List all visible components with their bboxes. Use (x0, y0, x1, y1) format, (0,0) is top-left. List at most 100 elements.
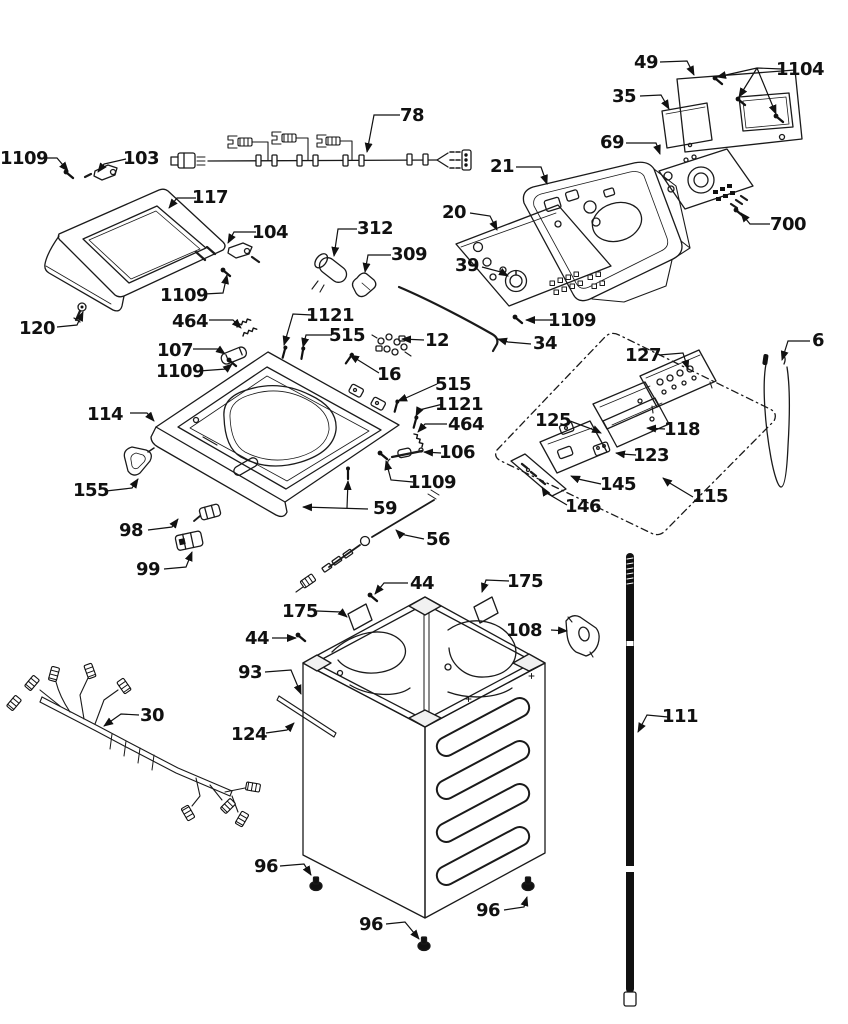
part-label-106: 106 (439, 442, 475, 463)
pin-1121-lower (410, 414, 420, 430)
dispenser-panel-146 (510, 453, 567, 497)
leader-line-104 (227, 231, 256, 244)
console-panel-20 (455, 204, 612, 307)
leader-line-114 (130, 411, 155, 422)
dispenser-tray-127 (639, 349, 717, 414)
harness-end-connector-left (170, 152, 206, 169)
leader-line-12 (401, 335, 425, 344)
leader-line-6 (780, 340, 810, 361)
dispenser-group-115 (495, 332, 776, 536)
part-label-104: 104 (252, 222, 288, 243)
part-label-99: 99 (136, 559, 160, 580)
top-panel-114 (150, 351, 400, 518)
part-label-175: 175 (507, 571, 543, 592)
leader-line-175 (316, 608, 348, 618)
part-label-103: 103 (123, 148, 159, 169)
part-label-309: 309 (391, 244, 427, 265)
leader-line-309 (362, 254, 391, 273)
leader-line-117 (168, 197, 196, 209)
dispenser-clip-125 (558, 421, 575, 435)
part-label-1109: 1109 (548, 310, 596, 331)
pin-16 (343, 350, 356, 366)
lid-117 (44, 188, 226, 312)
part-label-175: 175 (282, 601, 318, 622)
part-label-1109: 1109 (160, 285, 208, 306)
part-label-35: 35 (612, 86, 636, 107)
sensor-harness-56 (295, 489, 440, 593)
leader-line-34 (497, 337, 532, 346)
leader-line-69 (626, 142, 661, 155)
part-label-700: 700 (770, 214, 806, 235)
screw-700 (732, 206, 745, 218)
part-label-120: 120 (19, 318, 55, 339)
cabinet-vents (435, 697, 531, 886)
leader-line-123 (615, 450, 637, 459)
screw-1109-lid-right (219, 266, 232, 278)
leader-line-1104 (756, 67, 777, 115)
part-label-127: 127 (625, 345, 661, 366)
part-label-1104: 1104 (776, 59, 824, 80)
harness-end-connector-right (436, 149, 472, 171)
screw-44-left (294, 631, 307, 643)
part-label-125: 125 (535, 410, 571, 431)
part-label-108: 108 (506, 620, 542, 641)
leader-line-96 (385, 921, 420, 940)
leader-line-49 (659, 60, 695, 76)
part-label-515: 515 (329, 325, 365, 346)
leader-line-44 (374, 582, 408, 595)
leader-line-96 (279, 863, 312, 876)
part-label-78: 78 (400, 105, 424, 126)
part-label-56: 56 (426, 529, 450, 550)
part-label-145: 145 (600, 474, 636, 495)
console-rear-panel-49 (676, 69, 803, 153)
shipping-rod-124 (276, 695, 337, 738)
part-label-98: 98 (119, 520, 143, 541)
leader-line-93 (264, 669, 302, 695)
leader-line-56 (395, 529, 425, 540)
leader-line-21 (516, 166, 548, 185)
leader-line-312 (331, 228, 357, 257)
hinge-104 (227, 242, 261, 264)
bracket-309 (351, 272, 377, 298)
knob-39 (504, 269, 528, 293)
part-label-69: 69 (600, 132, 624, 153)
console-housing-21 (522, 161, 691, 303)
part-label-123: 123 (633, 445, 669, 466)
screw-1109-lid-left (62, 168, 75, 180)
leader-line-103 (97, 158, 127, 173)
wire-harness-30 (5, 662, 262, 828)
leader-line-515 (397, 383, 438, 402)
hinge-103 (83, 164, 118, 181)
part-label-93: 93 (238, 662, 262, 683)
console-overlay-35 (661, 102, 713, 149)
leader-line-1109 (203, 274, 229, 295)
part-label-39: 39 (455, 255, 479, 276)
spring-464-upper (235, 317, 259, 337)
clip-99 (174, 530, 204, 551)
screw-1109-toppanel-bottom (376, 449, 389, 461)
leader-line-1109 (198, 363, 233, 373)
leader-line-125 (569, 420, 602, 434)
bracket-108 (565, 615, 600, 658)
part-label-117: 117 (192, 187, 228, 208)
screw-59 (344, 465, 352, 481)
leader-line-118 (646, 424, 666, 433)
dispenser-tray-145 (539, 420, 608, 474)
leader-line-1104 (738, 67, 758, 98)
leader-line-111 (637, 714, 669, 733)
leader-line-59 (343, 480, 352, 509)
screw-1109-console (511, 313, 524, 325)
leader-line-464 (417, 422, 447, 433)
damper-107 (220, 346, 248, 365)
part-label-115: 115 (692, 486, 728, 507)
leader-line-1121 (282, 313, 313, 346)
part-label-118: 118 (664, 419, 700, 440)
part-label-96: 96 (254, 856, 278, 877)
leader-line-96 (503, 896, 529, 911)
leader-line-155 (105, 478, 139, 492)
part-label-1109: 1109 (156, 361, 204, 382)
part-label-96: 96 (359, 914, 383, 935)
part-label-12: 12 (425, 330, 449, 351)
